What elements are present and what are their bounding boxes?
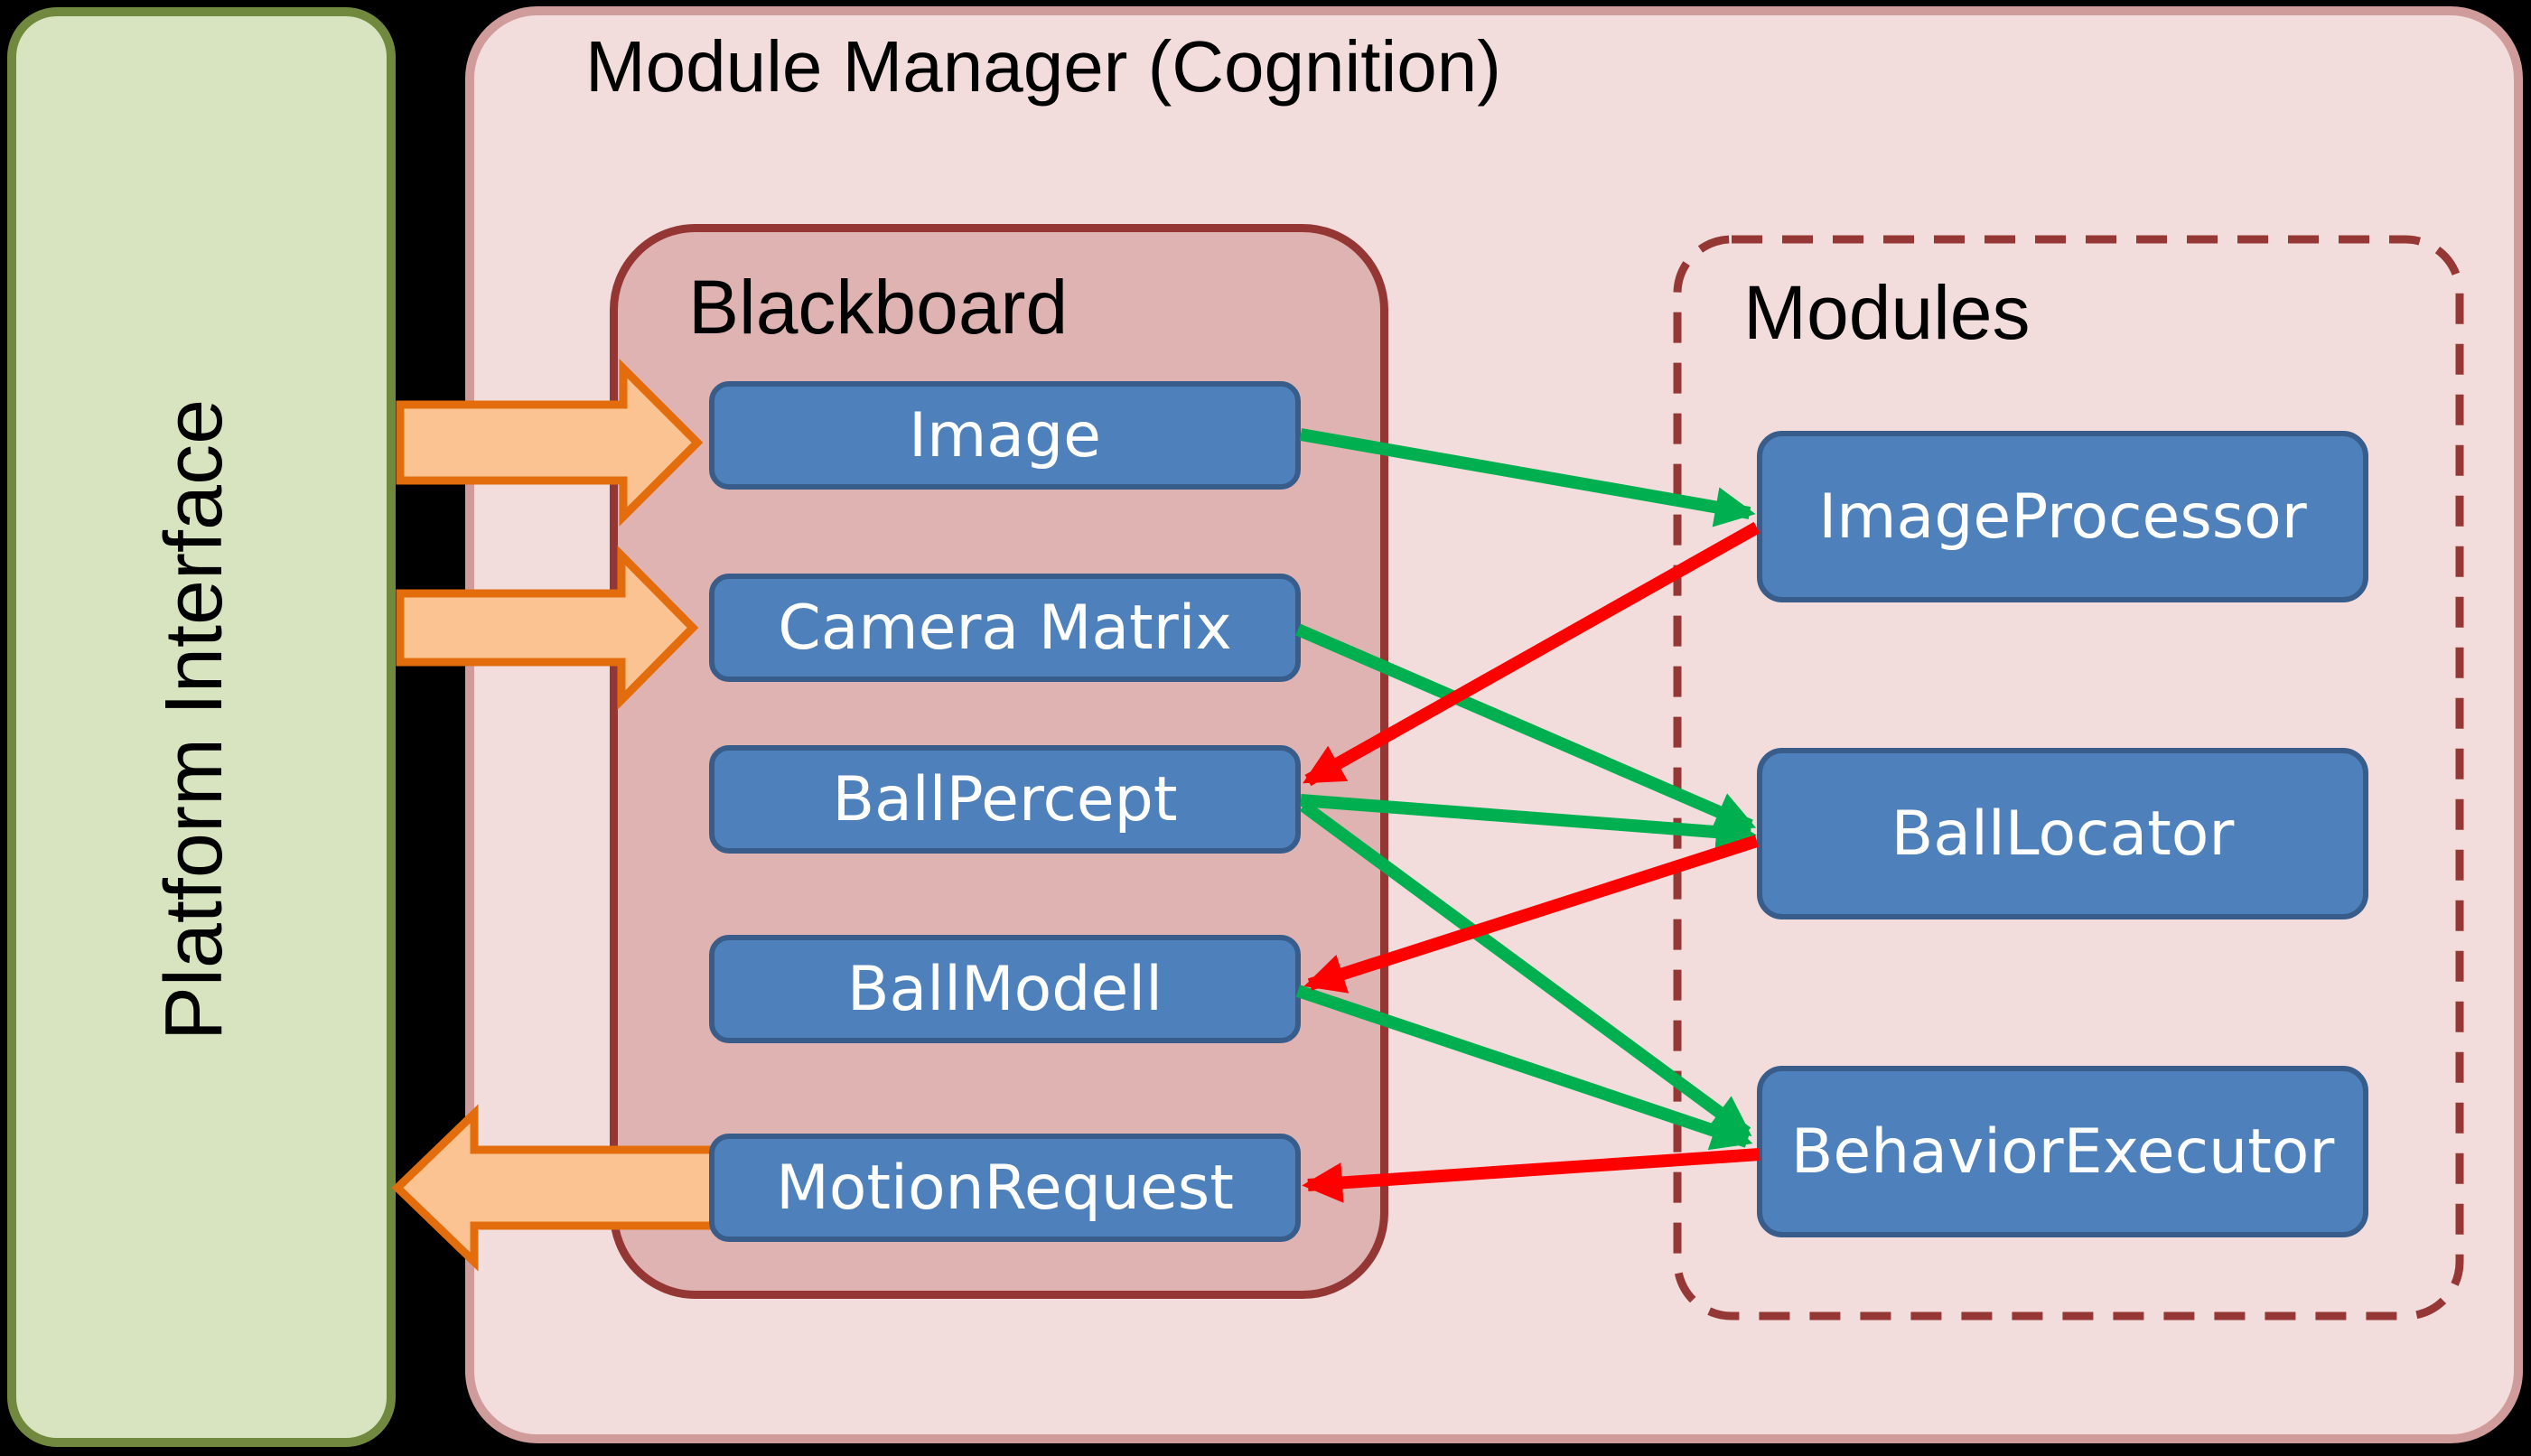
platform-interface-label: Platform Interface [149,398,239,1041]
blackboard-node-camera-matrix: Camera Matrix [709,574,1301,682]
module-node-ball-locator: BallLocator [1757,748,2368,919]
module-node-behavior-executor: BehaviorExecutor [1757,1066,2368,1237]
module-manager-title: Module Manager (Cognition) [585,26,1501,107]
platform-interface-panel [7,7,396,1447]
blackboard-node-motion-request: MotionRequest [709,1134,1301,1242]
blackboard-title: Blackboard [688,265,1069,350]
blackboard-node-ball-modell: BallModell [709,935,1301,1043]
blackboard-node-image: Image [709,381,1301,490]
module-node-image-processor: ImageProcessor [1757,431,2368,602]
blackboard-node-ball-percept: BallPercept [709,745,1301,854]
modules-title: Modules [1743,270,2031,355]
